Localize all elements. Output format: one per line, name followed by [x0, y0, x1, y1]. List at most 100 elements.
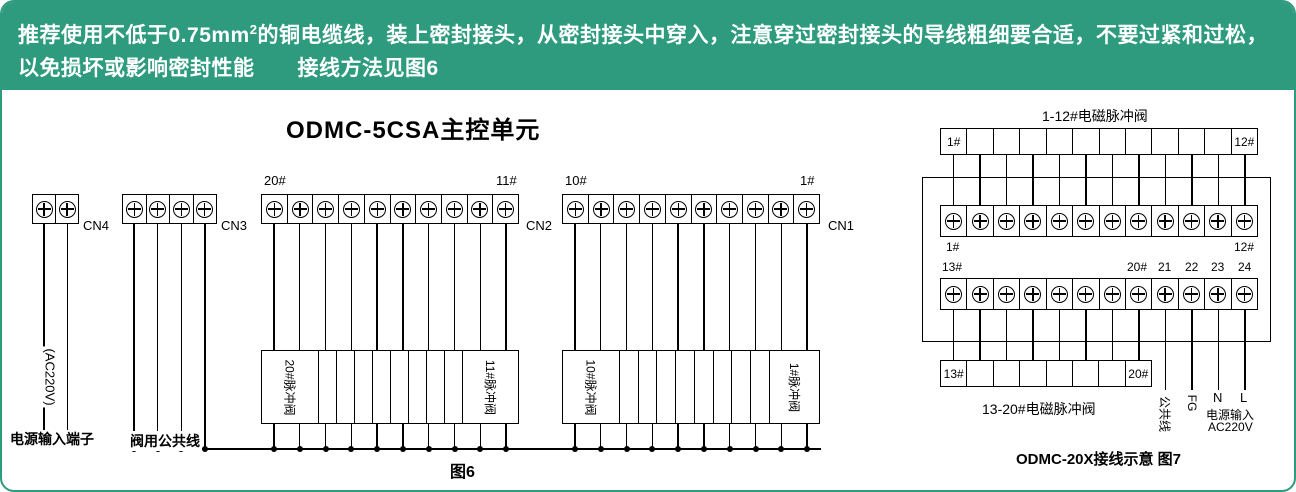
cn1-terminal-strip [562, 194, 820, 224]
cell-label: 11#脉冲阀 [482, 359, 497, 415]
terminal-screw-icon [1209, 285, 1227, 303]
strip-cell [1152, 129, 1179, 154]
cn4-label: CN4 [83, 218, 110, 233]
strip-cell [967, 361, 994, 386]
strip-cell [994, 129, 1021, 154]
terminal-screw-icon [772, 200, 790, 218]
strip-cell [319, 351, 338, 423]
terminal-screw-icon [1235, 212, 1253, 230]
junction-dot [700, 446, 707, 452]
terminal-screw-icon [1050, 285, 1068, 303]
screw-terminal [1232, 206, 1257, 236]
strip-cell [409, 351, 427, 423]
strip-cell [657, 351, 677, 423]
terminal-screw-icon [746, 200, 764, 218]
strip-cell [1179, 129, 1206, 154]
screw-terminal [1073, 279, 1100, 309]
wire [1085, 310, 1087, 360]
row1-left-number: 1# [946, 240, 960, 254]
wire [180, 224, 183, 449]
cn3-terminal-strip [122, 194, 217, 224]
junction-dot [804, 446, 811, 452]
fig7-row2-terminal-strip [940, 278, 1258, 310]
screw-terminal [794, 195, 819, 223]
strip-cell: 20# [1126, 361, 1151, 386]
wire [376, 224, 378, 350]
cell-label: 13# [943, 366, 964, 381]
junction-dot [778, 446, 785, 452]
screw-terminal [1126, 206, 1153, 236]
wire [479, 424, 482, 449]
cell-label: 12# [1234, 134, 1255, 149]
fg-label: FG [1185, 394, 1199, 412]
terminal-screw-icon [1077, 285, 1095, 303]
screw-terminal [365, 195, 391, 223]
wire [1138, 155, 1140, 205]
screw-terminal [147, 195, 170, 223]
wire [1111, 155, 1113, 205]
strip-cell [427, 351, 445, 423]
strip-cell [445, 351, 463, 423]
terminal-screw-icon [1156, 212, 1174, 230]
strip-cell [676, 351, 695, 423]
strip-cell: 13# [941, 361, 968, 386]
screw-terminal [563, 195, 589, 223]
wire [806, 224, 808, 350]
screw-terminal [994, 279, 1021, 309]
screw-terminal [640, 195, 666, 223]
wire [324, 424, 327, 449]
strip-cell [1073, 129, 1100, 154]
screw-terminal [769, 195, 795, 223]
wire [66, 224, 68, 430]
wire [677, 224, 679, 350]
wire [1032, 310, 1034, 360]
wire [298, 424, 301, 449]
wire [1164, 310, 1166, 390]
terminal-screw-icon [471, 200, 489, 218]
wire [625, 424, 628, 449]
screw-terminal [941, 206, 968, 236]
terminal-screw-icon [566, 200, 584, 218]
notice-line1-pre: 推荐使用不低于0.75mm [18, 24, 250, 47]
fig7-row1-terminal-strip [940, 205, 1258, 237]
cn2-terminal-strip [261, 194, 519, 224]
screw-terminal [194, 195, 217, 223]
strip-cell: 1# [941, 129, 968, 154]
junction-dot [296, 446, 303, 452]
strip-cell: 1#脉冲阀 [770, 351, 819, 423]
wire [1138, 310, 1140, 360]
wire [574, 424, 576, 449]
wire [703, 224, 705, 350]
fig7-caption: ODMC-20X接线示意 图7 [1016, 451, 1182, 468]
strip-cell [714, 351, 733, 423]
fig7-bottom-valve-strip: 13# 20# [940, 360, 1152, 387]
junction-dot [425, 446, 432, 452]
wire [1244, 155, 1246, 205]
screw-terminal [1100, 206, 1126, 236]
wire [1244, 310, 1246, 390]
strip-cell [373, 351, 391, 423]
wire [728, 224, 731, 350]
odmc20x-unit-box [922, 177, 1271, 342]
cn1-right-number: 1# [800, 173, 815, 188]
junction-dot [322, 446, 329, 452]
terminal-screw-icon [125, 200, 143, 218]
wire [1164, 155, 1166, 205]
wire [677, 424, 679, 449]
screw-terminal [692, 195, 718, 223]
terminal-screw-icon [618, 200, 636, 218]
wire [806, 424, 808, 449]
screw-terminal [1179, 279, 1206, 309]
wire [505, 224, 507, 350]
wire [1191, 310, 1193, 390]
wire [780, 224, 783, 350]
junction-dot [374, 446, 381, 452]
junction-dot [675, 446, 682, 452]
screw-terminal [1232, 279, 1257, 309]
wire [651, 224, 654, 350]
junction-dot [571, 446, 578, 452]
wire [754, 424, 757, 449]
